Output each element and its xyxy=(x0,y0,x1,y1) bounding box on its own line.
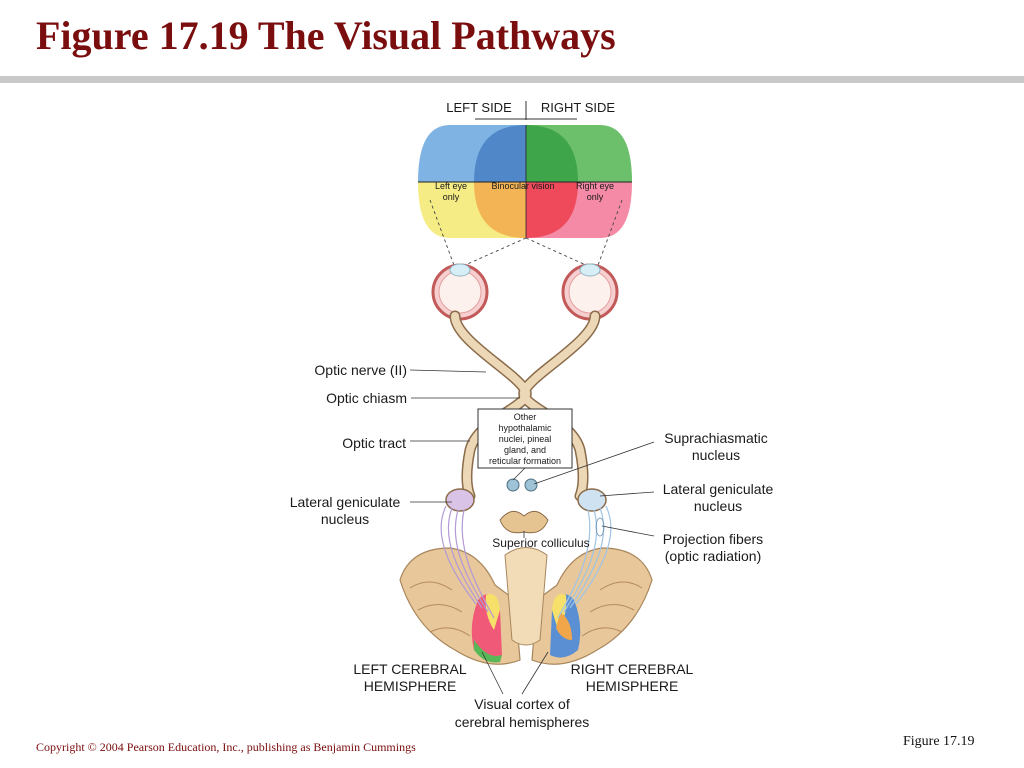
optic-tract-label: Optic tract xyxy=(342,435,406,451)
other-nuclei-box: Other hypothalamic nuclei, pineal gland,… xyxy=(477,408,573,481)
other-box-line-1: Other xyxy=(514,412,537,422)
optic-nerve-label: Optic nerve (II) xyxy=(314,362,407,378)
visual-cortex-label-1: Visual cortex of xyxy=(474,696,570,712)
left-side-label: LEFT SIDE xyxy=(446,100,512,115)
lateral-geniculate-nuclei xyxy=(445,488,607,512)
optic-radiation-left xyxy=(440,505,495,619)
lgn-left-label-1: Lateral geniculate xyxy=(290,494,401,510)
left-eye xyxy=(431,263,489,321)
optic-pathway xyxy=(449,310,601,502)
suprachiasmatic-nuclei xyxy=(506,478,538,492)
copyright-notice: Copyright © 2004 Pearson Education, Inc.… xyxy=(36,740,416,754)
right-eye-only-label-2: only xyxy=(587,192,604,202)
binocular-lower-right xyxy=(526,182,578,238)
other-box-line-5: reticular formation xyxy=(489,456,561,466)
left-hemisphere-label-1: LEFT CEREBRAL xyxy=(353,661,467,677)
lgn-left-label-2: nucleus xyxy=(321,511,369,527)
leader-lines xyxy=(409,369,655,695)
binocular-lower-left xyxy=(474,182,526,238)
suprachiasmatic-label-2: nucleus xyxy=(692,447,740,463)
right-hemisphere-label-2: HEMISPHERE xyxy=(586,678,679,694)
optic-chiasm-label: Optic chiasm xyxy=(326,390,407,406)
field-labels: Left eye only Binocular vision Right eye… xyxy=(435,181,614,202)
binocular-label: Binocular vision xyxy=(491,181,554,191)
binocular-upper-left xyxy=(474,125,526,182)
figure-reference: Figure 17.19 xyxy=(903,734,975,749)
slide-title: Figure 17.19 The Visual Pathways xyxy=(36,13,616,58)
other-box-line-3: nuclei, pineal xyxy=(499,434,552,444)
optic-radiation-right xyxy=(557,505,612,619)
left-hemisphere-label-2: HEMISPHERE xyxy=(364,678,457,694)
binocular-upper-right xyxy=(526,125,578,182)
projection-fibers-label-1: Projection fibers xyxy=(663,531,763,547)
lgn-right-label-2: nucleus xyxy=(694,498,742,514)
left-eye-only-label-1: Left eye xyxy=(435,181,467,191)
visual-field-header: LEFT SIDE RIGHT SIDE xyxy=(446,100,615,120)
superior-colliculus-label: Superior colliculus xyxy=(492,536,589,550)
left-eye-only-label-2: only xyxy=(443,192,460,202)
other-box-line-4: gland, and xyxy=(504,445,546,455)
suprachiasmatic-label-1: Suprachiasmatic xyxy=(664,430,768,446)
superior-colliculus xyxy=(499,510,549,534)
visual-cortex-label-2: cerebral hemispheres xyxy=(455,714,590,730)
cerebral-hemispheres xyxy=(399,547,653,665)
lgn-right-label-1: Lateral geniculate xyxy=(663,481,774,497)
right-hemisphere-label-1: RIGHT CEREBRAL xyxy=(571,661,694,677)
projection-fibers-label-2: (optic radiation) xyxy=(665,548,762,564)
right-eye xyxy=(561,263,619,321)
right-side-label: RIGHT SIDE xyxy=(541,100,615,115)
right-eye-only-label-1: Right eye xyxy=(576,181,614,191)
other-box-line-2: hypothalamic xyxy=(498,423,552,433)
diagram-labels: Optic nerve (II) Optic chiasm Optic trac… xyxy=(290,362,774,730)
visual-field xyxy=(418,125,632,238)
title-divider xyxy=(0,76,1024,83)
